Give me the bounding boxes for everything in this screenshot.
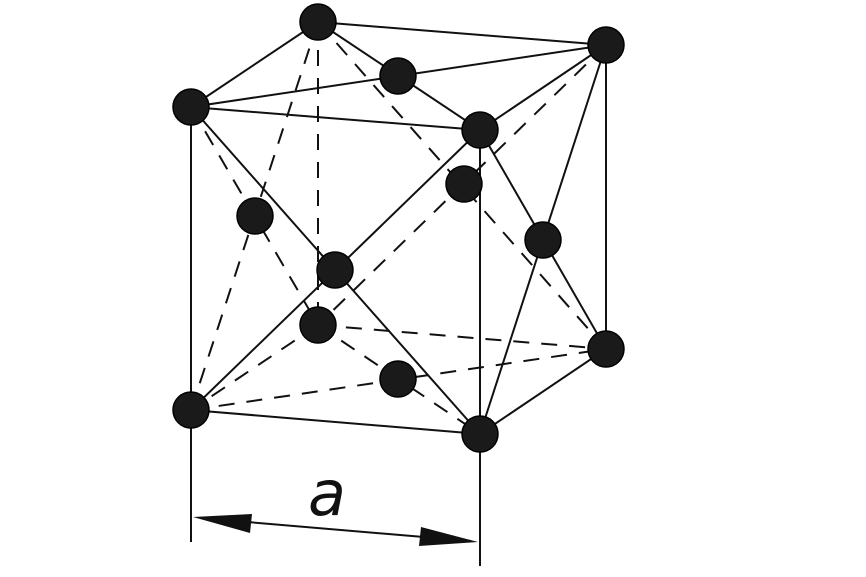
edge-bottom-right	[479, 348, 607, 435]
dimension-label: a	[308, 457, 346, 530]
edge-top-left	[190, 21, 319, 108]
hidden-bottom-back	[317, 324, 607, 350]
arrowhead-left	[193, 514, 252, 533]
atoms	[172, 3, 625, 453]
atom-corner-top-front-right	[461, 111, 499, 149]
edge-top-back	[317, 21, 607, 46]
atom-face-center-bottom	[379, 360, 417, 398]
edge-bottom-front	[190, 409, 481, 435]
edge-top-front	[190, 106, 481, 131]
atom-face-center-front	[316, 251, 354, 289]
hidden-bottom-left	[190, 324, 319, 411]
edge-top-right	[479, 44, 607, 131]
atom-face-center-right	[524, 221, 562, 259]
atom-corner-bottom-back-left	[299, 306, 337, 344]
atom-corner-bottom-front-right	[461, 415, 499, 453]
arrowhead-right	[419, 527, 478, 546]
atom-face-center-back	[445, 165, 483, 203]
atom-corner-top-back-right	[587, 26, 625, 64]
dimension-annotation: a	[190, 410, 481, 566]
atom-corner-top-back-left	[299, 3, 337, 41]
atom-corner-top-front-left	[172, 88, 210, 126]
atom-corner-bottom-back-right	[587, 330, 625, 368]
atom-face-center-left	[236, 197, 274, 235]
atom-face-center-top	[379, 57, 417, 95]
atom-corner-bottom-front-left	[172, 391, 210, 429]
